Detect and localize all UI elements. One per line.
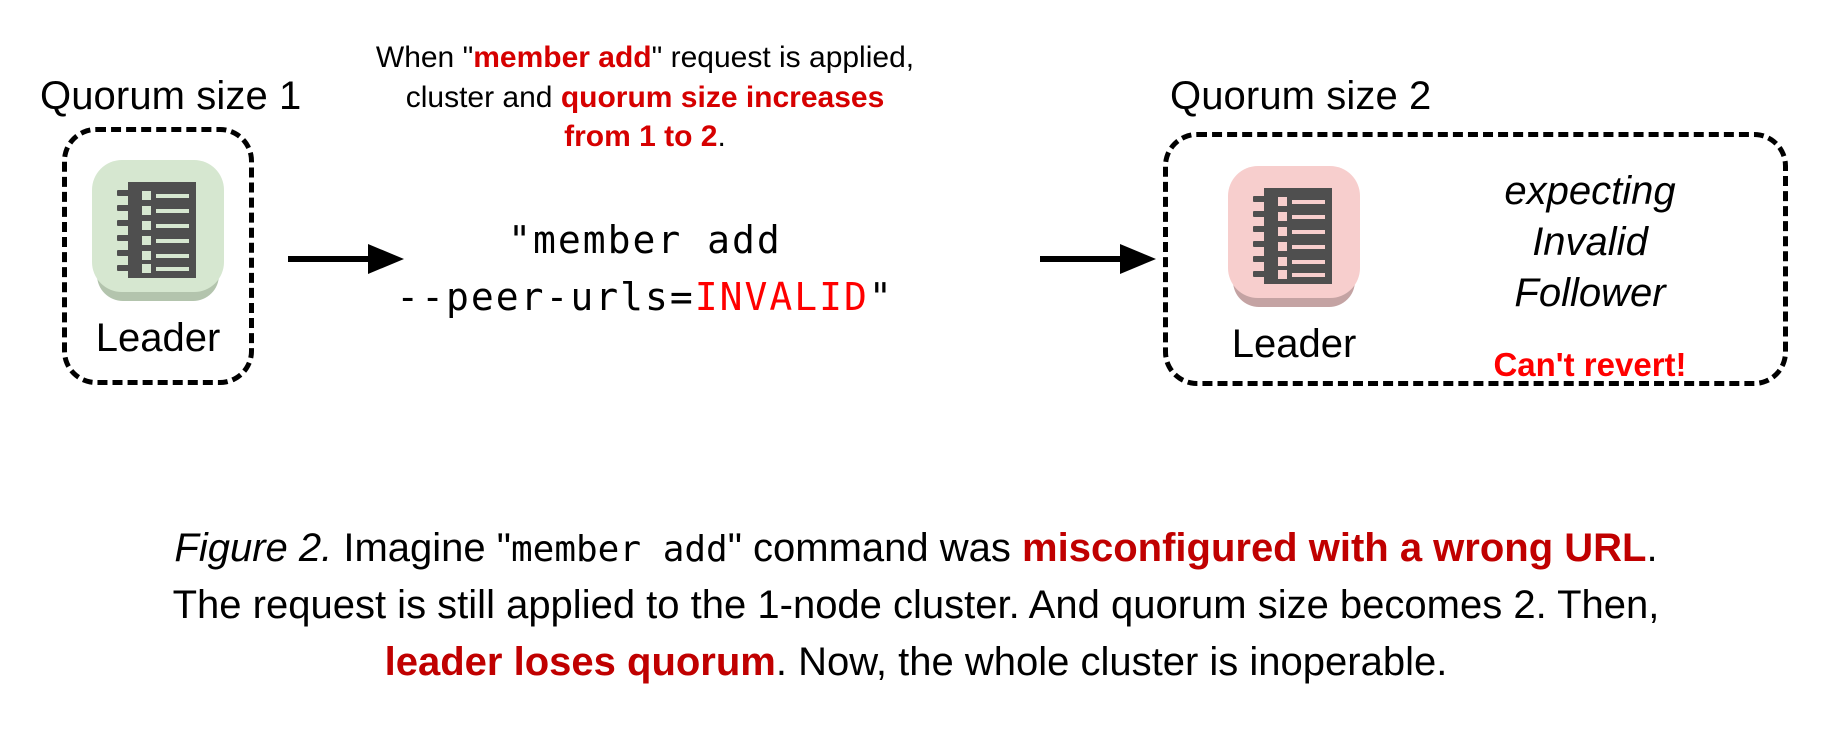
annotation-l3-post: . [717, 120, 726, 154]
caption-line-3: leader loses quorum. Now, the whole clus… [0, 634, 1832, 691]
caption-figure-number: Figure 2. [174, 526, 333, 570]
annotation-l1-post: " request is applied, [651, 41, 915, 74]
command-l2-post: " [868, 275, 894, 319]
caption-l1-b: " command was [727, 526, 1023, 570]
right-leader-node[interactable]: Leader [1228, 166, 1360, 364]
annotation-l2-pre: cluster and [405, 80, 561, 114]
caption-l3-red: leader loses quorum [384, 639, 776, 684]
figure-caption: Figure 2. Imagine "member add" command w… [0, 520, 1832, 690]
right-cluster-title: Quorum size 2 [1170, 74, 1432, 118]
caption-l1-a: Imagine " [332, 526, 511, 570]
notebook-ledger-icon [117, 182, 196, 278]
status-line-expecting: expecting [1504, 169, 1676, 213]
status-line-invalid: Invalid [1532, 220, 1648, 265]
left-cluster-box [62, 127, 254, 385]
notebook-ledger-icon [1253, 188, 1332, 284]
left-node-badge [92, 160, 224, 301]
arrow-left-to-command [288, 240, 408, 278]
cant-revert-warning: Can't revert! [1493, 345, 1687, 383]
right-node-label: Leader [1231, 322, 1357, 366]
annotation-l1-highlight: member add [473, 41, 652, 74]
annotation-l2-highlight: quorum size increases [560, 80, 885, 114]
caption-line-2: The request is still applied to the 1-no… [172, 582, 1660, 627]
top-annotation: When "member add" request is applied, cl… [325, 38, 965, 157]
caption-l3-a: . Now, the whole cluster is inoperable. [775, 639, 1448, 684]
command-line-1: "member add [508, 218, 782, 262]
annotation-line-3: from 1 to 2. [325, 117, 965, 157]
caption-line-1: Figure 2. Imagine "member add" command w… [0, 520, 1832, 577]
right-cluster-status: expecting Invalid Follower Can't revert! [1440, 166, 1740, 384]
status-line-follower: Follower [1514, 271, 1666, 316]
left-node-label: Leader [95, 316, 221, 360]
right-node-badge [1228, 166, 1360, 307]
annotation-l3-highlight: from 1 to 2 [564, 120, 718, 154]
annotation-line-2: cluster and quorum size increases [325, 78, 965, 118]
left-cluster-title: Quorum size 1 [40, 74, 302, 118]
left-leader-node[interactable]: Leader [92, 160, 224, 358]
caption-l1-mono: member add [510, 529, 728, 570]
command-invalid-token: INVALID [694, 275, 869, 319]
caption-l1-c: . [1646, 526, 1658, 570]
arrow-command-to-right [1040, 240, 1160, 278]
command-text: "member add --peer-urls=INVALID" [335, 212, 955, 326]
annotation-line-1: When "member add" request is applied, [325, 38, 965, 78]
command-line-2: --peer-urls=INVALID" [335, 269, 955, 326]
right-cluster-box [1163, 132, 1788, 386]
caption-l1-red: misconfigured with a wrong URL [1022, 526, 1647, 570]
annotation-l1-pre: When " [375, 41, 474, 74]
command-l2-pre: --peer-urls= [396, 275, 695, 319]
